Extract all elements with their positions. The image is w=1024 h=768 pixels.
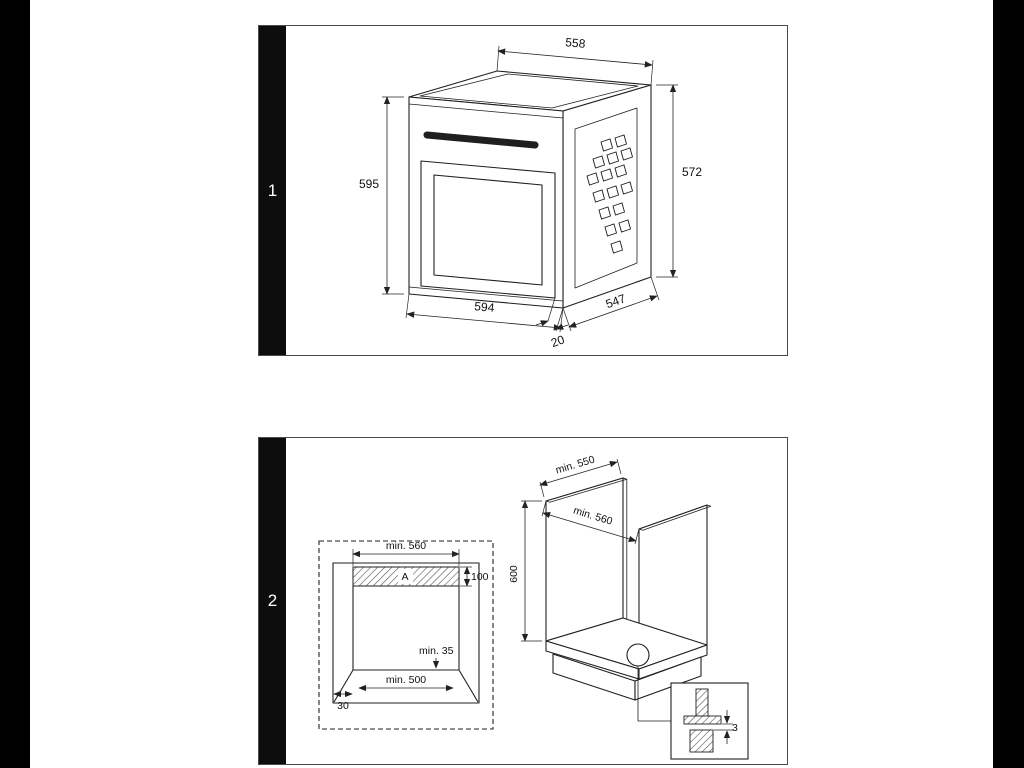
oven-handle <box>423 131 539 149</box>
detail-leader-line <box>637 666 671 722</box>
figure-number-2: 2 <box>267 591 278 610</box>
plinth-detail-inset: 3 <box>670 682 749 760</box>
cabinet-base-side <box>638 644 708 680</box>
dim-bottom-width: 594 <box>474 299 496 315</box>
dim-base-width: min. 500 <box>386 674 426 686</box>
oven-dimension-drawing: 595 572 558 594 547 <box>359 35 702 350</box>
dim-niche-width: min. 560 <box>386 540 426 552</box>
figure-panel-2: 2 A min. 560 <box>258 437 788 765</box>
dim-rear-gap: min. 35 <box>419 645 454 657</box>
cabinet-outline <box>332 562 480 704</box>
dim-side-depth: 547 <box>604 291 628 311</box>
door-glass <box>433 174 543 286</box>
front-frame-line <box>408 103 564 119</box>
dim-side-gap: 30 <box>337 700 349 712</box>
cabinet-left-wall <box>545 477 624 642</box>
dim-cabinet-height: 600 <box>508 565 520 583</box>
side-perforations <box>586 134 634 254</box>
cabinet-isometric: 600 min. 550 min. 560 <box>508 454 712 722</box>
dim-plinth-gap: 3 <box>732 722 738 734</box>
dim-cabinet-depth: min. 550 <box>554 454 596 477</box>
dim-rear-height: 572 <box>682 165 702 179</box>
figure-number-bar-2: 2 <box>259 438 286 764</box>
dim-top-width: 558 <box>565 35 587 51</box>
installation-drawing: A min. 560 100 min. 35 min. 500 <box>318 454 749 760</box>
figure-panel-1: 1 <box>258 25 788 356</box>
oven-top-recess <box>419 73 639 109</box>
plinth-side <box>634 656 702 701</box>
figure-number-1: 1 <box>267 180 278 200</box>
niche-front-view: A min. 560 100 min. 35 min. 500 <box>318 540 494 730</box>
base-trim-line <box>408 286 564 302</box>
dim-door-gap: 20 <box>549 332 567 350</box>
vent-label-chip <box>398 569 413 584</box>
figure-number-bar-1: 1 <box>259 26 286 355</box>
dim-vent-depth: 100 <box>471 571 489 583</box>
dim-front-height: 595 <box>359 177 379 191</box>
vent-label: A <box>401 571 408 583</box>
oven-front-face <box>408 96 564 309</box>
niche-dashed-frame <box>318 540 494 730</box>
side-vent-panel <box>574 107 638 289</box>
oven-isometric <box>408 70 652 309</box>
dimension-annotations: 595 572 558 594 547 <box>359 35 702 350</box>
letterbox-left <box>0 0 30 768</box>
letterbox-right <box>993 0 1024 768</box>
